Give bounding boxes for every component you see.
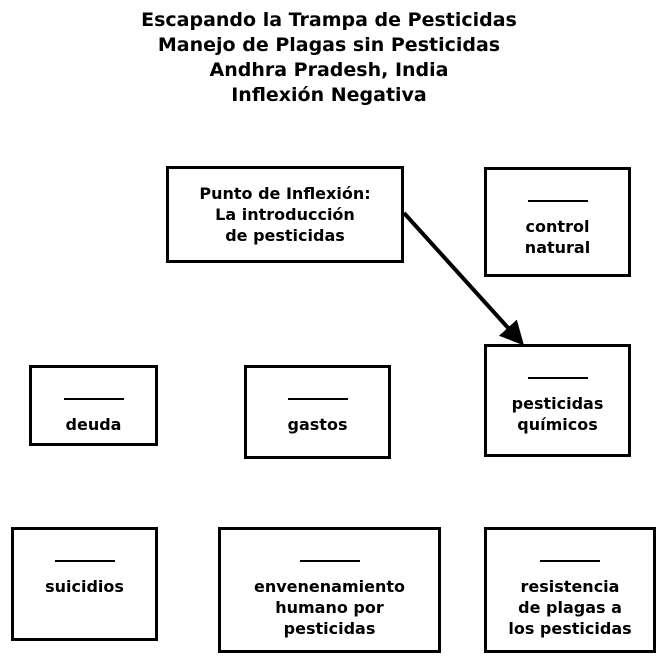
node-label: suicidios [45, 577, 124, 596]
title-line: Manejo de Plagas sin Pesticidas [157, 34, 501, 56]
node-resistencia: resistencia de plagas a los pesticidas [484, 527, 656, 653]
node-inflection: Punto de Inflexión: La introducción de p… [166, 166, 404, 263]
node-deuda: deuda [29, 365, 158, 446]
node-pesticidas-quimicos: pesticidas químicos [484, 344, 631, 457]
blank-line [54, 560, 115, 562]
node-gastos: gastos [244, 365, 391, 459]
node-label: pesticidas químicos [511, 394, 604, 434]
blank-line [527, 200, 588, 202]
node-label: gastos [287, 415, 348, 434]
title-line: Escapando la Trampa de Pesticidas [141, 9, 517, 31]
title-line: Inflexión Negativa [231, 84, 427, 106]
node-envenenamiento: envenenamiento humano por pesticidas [218, 527, 441, 653]
blank-line [287, 398, 348, 400]
diagram-title: Escapando la Trampa de Pesticidas Manejo… [0, 8, 658, 108]
node-suicidios: suicidios [11, 527, 158, 641]
node-label: control natural [524, 217, 591, 257]
title-line: Andhra Pradesh, India [209, 59, 449, 81]
node-label: envenenamiento humano por pesticidas [254, 577, 405, 638]
blank-line [63, 398, 124, 400]
blank-line [299, 560, 360, 562]
node-label: Punto de Inflexión: La introducción de p… [199, 184, 371, 245]
node-label: resistencia de plagas a los pesticidas [508, 577, 632, 638]
blank-line [527, 377, 588, 379]
node-label: deuda [65, 415, 122, 434]
arrow-inflection-to-pesticidas [402, 211, 525, 346]
node-control-natural: control natural [484, 167, 631, 277]
blank-line [540, 560, 600, 562]
